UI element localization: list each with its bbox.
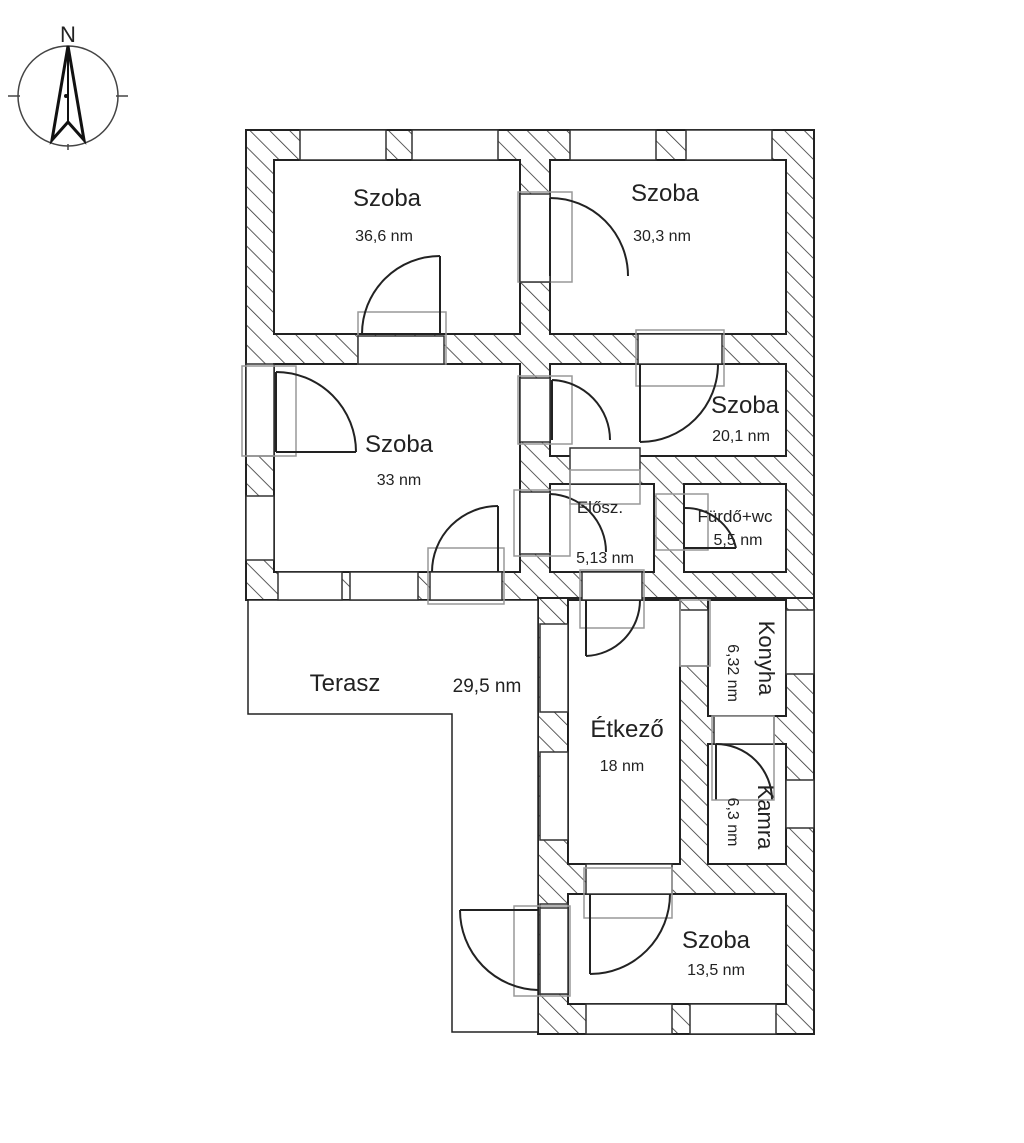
door-kamra xyxy=(711,715,775,801)
compass: N xyxy=(8,22,128,150)
room-area: 5,13 nm xyxy=(576,550,634,567)
doors xyxy=(241,191,775,997)
room-name: Étkező xyxy=(590,716,663,743)
room-area: 18 nm xyxy=(600,758,644,775)
room-name: Szoba xyxy=(711,392,780,419)
window xyxy=(785,779,815,829)
room-area: 13,5 nm xyxy=(687,962,745,979)
terrace-area xyxy=(247,599,539,1033)
door-szoba-4-west xyxy=(517,375,611,445)
room-kamra xyxy=(707,743,787,865)
window xyxy=(411,129,499,161)
room-area: 6,32 nm xyxy=(724,644,741,702)
door-etkezo-north xyxy=(579,569,645,657)
door-eloszoba-west xyxy=(513,489,607,557)
door-szoba-3-west xyxy=(241,365,357,457)
room-area: 29,5 nm xyxy=(453,676,522,697)
room-name: Szoba xyxy=(353,185,422,212)
room-area: 6,3 nm xyxy=(724,798,741,847)
room-name: Elősz. xyxy=(577,498,623,517)
door-szoba-2 xyxy=(517,191,629,283)
door-furdo xyxy=(655,493,737,551)
room-area: 30,3 nm xyxy=(633,228,691,245)
room-szoba-5 xyxy=(567,893,787,1005)
room-name: Terasz xyxy=(310,670,381,697)
door-terrace xyxy=(459,905,571,997)
room-area: 5,5 nm xyxy=(714,532,763,549)
room-name: Szoba xyxy=(682,927,751,954)
room-szoba-1 xyxy=(273,159,521,335)
room-area: 20,1 nm xyxy=(712,428,770,445)
room-area: 36,6 nm xyxy=(355,228,413,245)
room-szoba-4 xyxy=(549,363,787,457)
window xyxy=(277,571,343,601)
door-szoba-4-north xyxy=(635,329,725,443)
window xyxy=(299,129,387,161)
door-szoba-1 xyxy=(357,255,447,365)
room-area: 33 nm xyxy=(377,472,421,489)
room-labels: Szoba 36,6 nm Szoba 30,3 nm Szoba 33 nm … xyxy=(310,180,780,979)
window xyxy=(785,609,815,675)
window xyxy=(245,363,275,457)
window xyxy=(689,1003,777,1035)
room-name: Szoba xyxy=(365,431,434,458)
rooms xyxy=(273,159,787,1005)
window xyxy=(585,1003,673,1035)
window xyxy=(569,129,657,161)
door-szoba-3-south xyxy=(427,505,505,605)
compass-center xyxy=(64,94,68,98)
door-konyha xyxy=(679,599,711,667)
room-name: Szoba xyxy=(631,180,700,207)
window xyxy=(539,623,569,713)
window xyxy=(349,571,419,601)
room-furdo xyxy=(683,483,787,573)
door-szoba-5-north xyxy=(583,863,673,975)
window xyxy=(245,495,275,561)
room-name: Konyha xyxy=(754,621,779,696)
window xyxy=(539,751,569,841)
window xyxy=(685,129,773,161)
room-name: Kamra xyxy=(753,785,778,851)
room-szoba-3 xyxy=(273,363,521,573)
compass-north-label: N xyxy=(60,22,76,47)
door-eloszoba-north xyxy=(569,447,641,505)
room-name: Fürdő+wc xyxy=(697,507,773,526)
